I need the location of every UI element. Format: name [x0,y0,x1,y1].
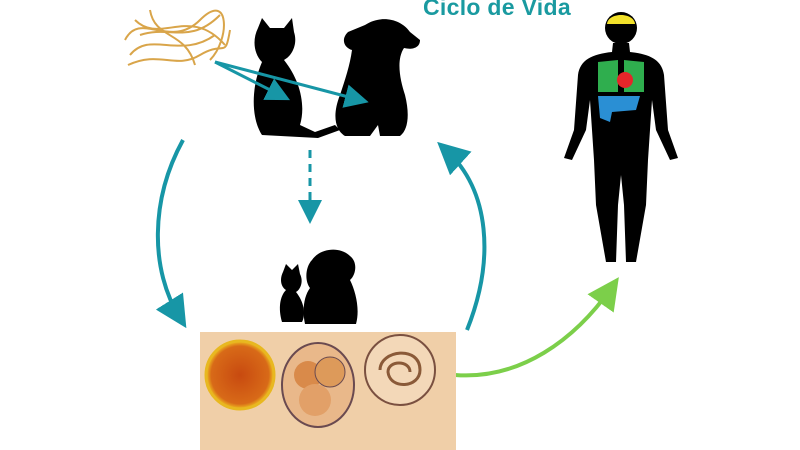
liver-highlight [598,96,640,122]
arrow-worms-to-dog [214,60,369,108]
arrow-adult-to-eggs [155,139,187,329]
worms-image [124,9,231,66]
lungs-highlight [598,60,644,92]
diagram-title: Ciclo de Vida [423,0,571,20]
arrow-eggs-to-adult [437,141,487,331]
cat-silhouette [253,18,340,138]
human-silhouette [564,12,678,262]
dog-silhouette [335,19,420,137]
arrow-eggs-to-human [454,277,619,378]
arrow-worms-to-cat [214,60,291,101]
heart-highlight [617,72,633,88]
kitten-puppy-silhouette [279,249,358,324]
brain-highlight [607,15,635,24]
eggs-microscope-image [200,332,456,450]
